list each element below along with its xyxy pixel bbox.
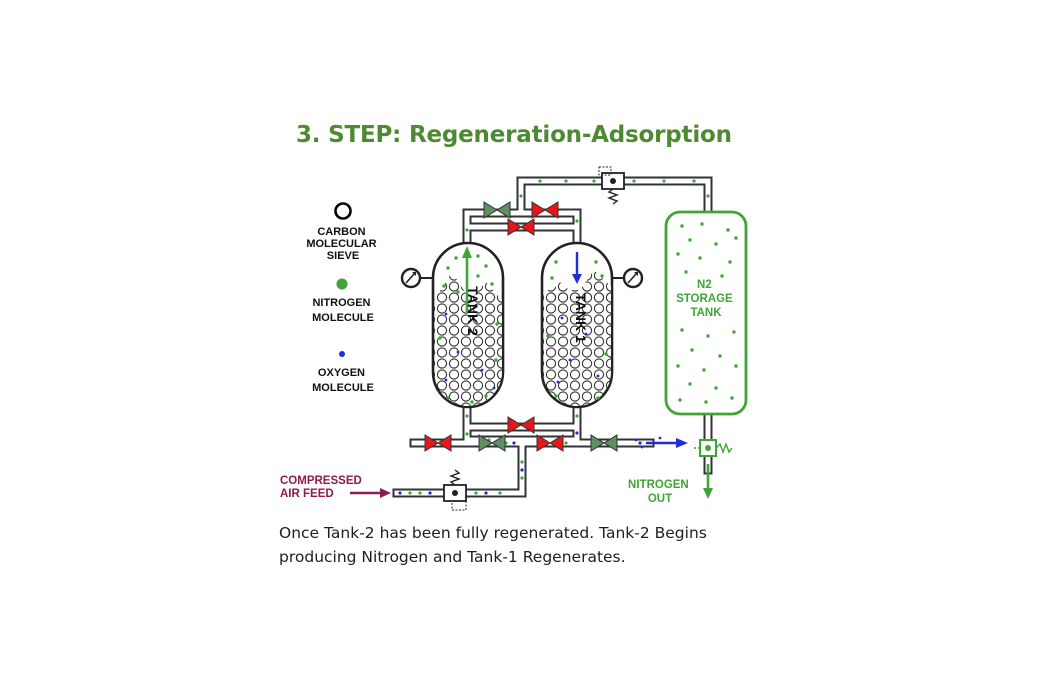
legend-nitrogen-label-1: NITROGEN xyxy=(312,297,370,309)
n2-storage-tank: N2 STORAGE TANK xyxy=(664,210,748,416)
svg-text:OXYGEN MOLECULE: OXYGEN MOLECULE xyxy=(312,367,374,394)
caption-line-2: producing Nitrogen and Tank-1 Regenerate… xyxy=(279,548,626,566)
svg-text:COMPRESSED AIR FEED: COMPRESSED AIR FEED xyxy=(280,475,365,500)
legend-sieve-label-3: SIEVE xyxy=(327,250,359,262)
air-feed-arrow-icon xyxy=(350,488,391,498)
storage-tank-label-2: STORAGE xyxy=(676,293,733,305)
oxygen-legend-icon xyxy=(339,351,345,357)
pipework xyxy=(392,176,713,498)
page-title: 3. STEP: Regeneration-Adsorption xyxy=(296,122,732,148)
valve-closed-bottom-1 xyxy=(424,434,452,452)
legend-nitrogen-label-2: MOLECULE xyxy=(312,312,374,324)
valve-closed-top-right xyxy=(531,201,559,219)
tank-1: TANK 1 xyxy=(540,241,614,409)
check-valve-icon xyxy=(598,166,625,205)
legend-oxygen-label-1: OXYGEN xyxy=(318,367,365,379)
outlet-flow-arrow-icon xyxy=(634,436,688,449)
tank-2: TANK 2 xyxy=(431,241,505,409)
air-feed-regulator-icon xyxy=(443,469,467,511)
nitrogen-out-label-1: NITROGEN xyxy=(628,479,689,491)
valve-open-bottom-2 xyxy=(478,434,506,452)
svg-text:NITROGEN OUT: NITROGEN OUT xyxy=(628,479,692,505)
svg-text:CARBON MOLECULAR S: CARBON MOLECULAR SIEVE xyxy=(306,226,379,262)
nitrogen-generator-diagram: CARBON MOLECULAR SIEVE NITROGEN MOLECULE… xyxy=(280,166,748,511)
outlet-valve-icon xyxy=(694,439,733,457)
storage-tank-label-1: N2 xyxy=(697,279,712,291)
caption-line-1: Once Tank-2 has been fully regenerated. … xyxy=(279,524,707,542)
tank-1-label: TANK 1 xyxy=(573,293,589,343)
air-feed-label-2: AIR FEED xyxy=(280,488,334,500)
legend: CARBON MOLECULAR SIEVE NITROGEN MOLECULE… xyxy=(306,202,379,394)
valve-closed-bottom-center xyxy=(507,416,535,434)
tank-2-label: TANK 2 xyxy=(465,286,481,336)
valve-closed-bottom-3 xyxy=(536,434,564,452)
air-feed-label-1: COMPRESSED xyxy=(280,475,362,487)
nitrogen-legend-icon xyxy=(336,278,348,290)
legend-sieve-label-1: CARBON xyxy=(317,226,365,238)
pressure-gauge-icon xyxy=(612,267,644,289)
valve-closed-top-center xyxy=(507,218,535,236)
legend-sieve-label-2: MOLECULAR xyxy=(306,238,376,250)
valve-open-top-left xyxy=(483,201,511,219)
svg-text:N2 STORAGE TANK: N2 STORAGE TANK xyxy=(676,279,736,319)
nitrogen-out-label-2: OUT xyxy=(648,493,672,505)
svg-text:NITROGEN MOLECULE: NITROGEN MOLECULE xyxy=(312,297,374,324)
valve-open-bottom-4 xyxy=(590,434,618,452)
storage-tank-label-3: TANK xyxy=(690,307,722,319)
legend-oxygen-label-2: MOLECULE xyxy=(312,382,374,394)
nitrogen-out-arrow-icon xyxy=(703,464,713,499)
sieve-legend-icon xyxy=(334,202,352,220)
pressure-gauge-icon xyxy=(400,267,433,289)
